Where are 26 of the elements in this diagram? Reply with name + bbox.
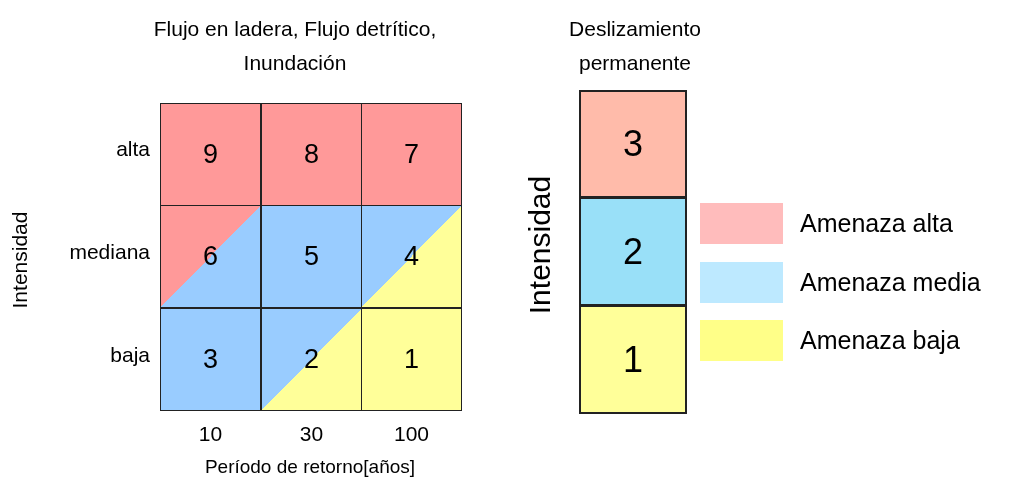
hazard-number: 7 (404, 139, 419, 170)
row-label: alta (115, 137, 150, 161)
hazard-number: 5 (304, 241, 319, 272)
axis-title: Intensidad (523, 175, 557, 315)
hazard-number: 1 (404, 344, 419, 375)
hazard-number: 2 (623, 230, 643, 273)
hazard-number: 8 (304, 139, 319, 170)
column-label: 10 (197, 422, 224, 446)
legend-label: Amenaza baja (800, 326, 960, 355)
row-label: mediana (68, 240, 150, 264)
hazard-number: 4 (404, 241, 419, 272)
row-label: baja (109, 343, 150, 367)
hazard-number: 3 (203, 344, 218, 375)
legend-label: Amenaza media (800, 268, 981, 297)
hazard-number: 3 (623, 123, 643, 165)
hazard-number: 2 (304, 344, 319, 375)
column-label: 30 (298, 422, 325, 446)
axis-title: Período de retorno[años] (203, 456, 417, 478)
hazard-number: 9 (203, 139, 218, 170)
axis-title: Intensidad (8, 211, 32, 309)
hazard-number: 1 (623, 338, 643, 381)
column-label: 100 (392, 422, 430, 446)
chart-title: Flujo en ladera, Flujo detrítico, Inundación (152, 16, 438, 76)
legend-label: Amenaza alta (800, 209, 953, 238)
hazard-number: 6 (203, 241, 218, 272)
chart-title: Deslizamiento permanente (568, 16, 702, 76)
